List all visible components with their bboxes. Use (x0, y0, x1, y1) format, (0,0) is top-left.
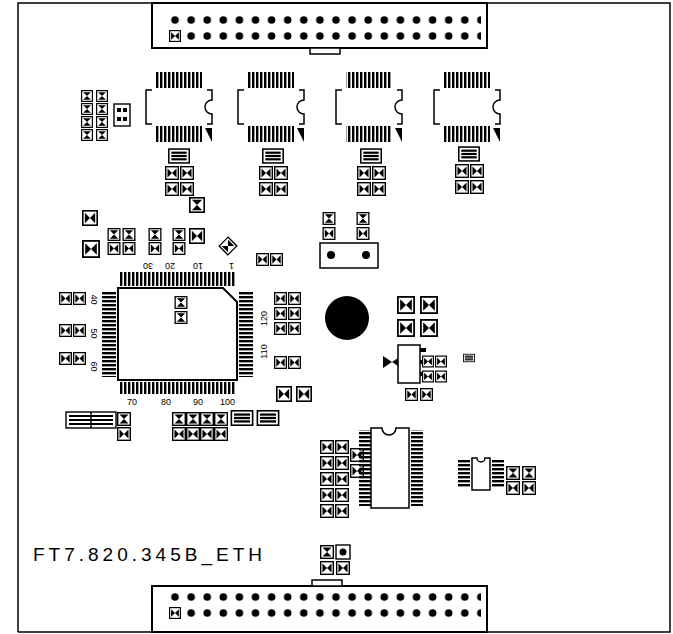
board-part-number: FT7.820.345B_ETH (33, 545, 266, 564)
pin-number: 70 (127, 398, 137, 407)
pin-number: 20 (165, 261, 175, 270)
pin-number: 40 (89, 294, 98, 304)
pin-number: 80 (161, 398, 171, 407)
pin-number: 60 (89, 361, 98, 371)
pin-number: 110 (260, 344, 269, 358)
pin-number: 120 (260, 311, 269, 326)
pin-number: 90 (193, 398, 203, 407)
pin-number: 30 (143, 261, 153, 270)
pin-number: 1 (229, 261, 234, 270)
pin-number: 10 (193, 261, 203, 270)
pin-number: 50 (89, 328, 98, 338)
pin-number: 100 (220, 398, 235, 407)
